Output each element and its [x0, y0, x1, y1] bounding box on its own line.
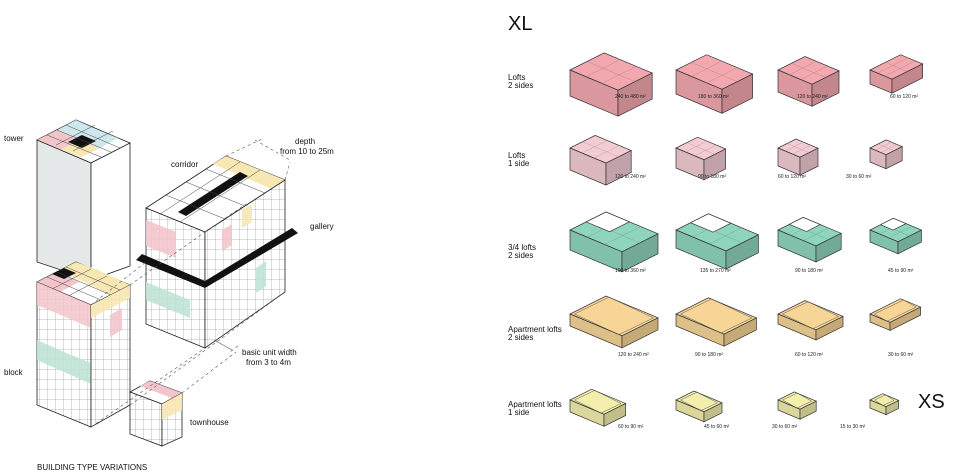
block-label: block: [4, 368, 24, 377]
row-label-line1: Lofts: [508, 73, 525, 82]
unit-block: [777, 138, 819, 176]
unit-block: [777, 300, 844, 341]
unit-area-label: 45 to 60 m²: [704, 424, 730, 430]
depth-label-line1: depth: [295, 137, 315, 146]
unit-area-label: 240 to 480 m²: [615, 94, 646, 100]
unit-block: [675, 54, 754, 114]
unit-block: [675, 297, 758, 347]
unit-block: [569, 135, 633, 186]
row-label-line2: 2 sides: [508, 251, 533, 260]
row-label-line1: Lofts: [508, 151, 525, 160]
unit-block: [777, 56, 840, 107]
unit-block: [569, 388, 627, 427]
unit-area-label: 60 to 120 m²: [890, 94, 918, 100]
scale-max-label: XL: [508, 13, 532, 35]
unit-block: [569, 295, 659, 349]
unit-block: [869, 393, 900, 416]
diagram-caption: BUILDING TYPE VARIATIONS: [37, 463, 147, 472]
townhouse-label: townhouse: [190, 418, 229, 427]
unit-area-label: 30 to 60 m²: [772, 424, 798, 430]
unit-area-label: 30 to 60 m²: [888, 352, 914, 358]
tower-building: [36, 119, 131, 281]
row-label-line2: 1 side: [508, 159, 530, 168]
row-label-line1: Apartment lofts: [508, 400, 562, 409]
row-label-line2: 2 sides: [508, 333, 533, 342]
unit-block: [869, 139, 904, 170]
unit-block: [777, 217, 843, 263]
unit-area-label: 60 to 90 m²: [618, 424, 644, 430]
unit-area-label: 90 to 180 m²: [795, 268, 823, 274]
row-label-line1: Apartment lofts: [508, 325, 562, 334]
unit-area-label: 45 to 90 m²: [888, 268, 914, 274]
unit-area-label: 15 to 30 m²: [840, 424, 866, 430]
dimension-guides: [90, 137, 291, 428]
unit-area-label: 190 to 360 m²: [615, 268, 646, 274]
row-label-line2: 2 sides: [508, 81, 533, 90]
unit-block: [675, 136, 727, 181]
unit-block: [869, 298, 922, 331]
unit-area-label: 120 to 240 m²: [797, 94, 828, 100]
corridor-gallery-building: [136, 155, 298, 349]
row-label-line1: 3/4 lofts: [508, 243, 536, 252]
unit-block: [675, 390, 723, 423]
unit-area-label: 135 to 270 m²: [700, 268, 731, 274]
row-label-line2: 1 side: [508, 408, 530, 417]
unit-block: [569, 52, 654, 117]
unit-area-label: 120 to 240 m²: [615, 174, 646, 180]
unit-area-label: 60 to 120 m²: [795, 352, 823, 358]
width-label-line2: from 3 to 4m: [246, 358, 291, 367]
unit-block: [777, 391, 818, 420]
width-label-line1: basic unit width: [242, 348, 297, 357]
unit-area-label: 90 to 180 m²: [698, 174, 726, 180]
unit-area-label: 30 to 60 m²: [846, 174, 872, 180]
townhouse-building: [129, 380, 183, 447]
unit-block: [869, 54, 924, 94]
unit-block: [569, 211, 659, 273]
scale-min-label: XS: [918, 391, 945, 413]
depth-label-line2: from 10 to 25m: [280, 147, 334, 156]
gallery-label: gallery: [310, 222, 334, 231]
unit-block: [869, 217, 923, 255]
unit-area-label: 180 to 360 m²: [698, 94, 729, 100]
building-axonometric: tower block townhouse corridor gallery d…: [4, 119, 334, 472]
tower-label: tower: [4, 134, 24, 143]
unit-area-label: 60 to 120 m²: [778, 174, 806, 180]
corridor-label: corridor: [171, 160, 198, 169]
width-leader: [213, 339, 233, 351]
unit-area-label: 90 to 180 m²: [695, 352, 723, 358]
unit-area-label: 120 to 240 m²: [618, 352, 649, 358]
unit-block: [675, 213, 760, 270]
block-building: [36, 261, 131, 428]
